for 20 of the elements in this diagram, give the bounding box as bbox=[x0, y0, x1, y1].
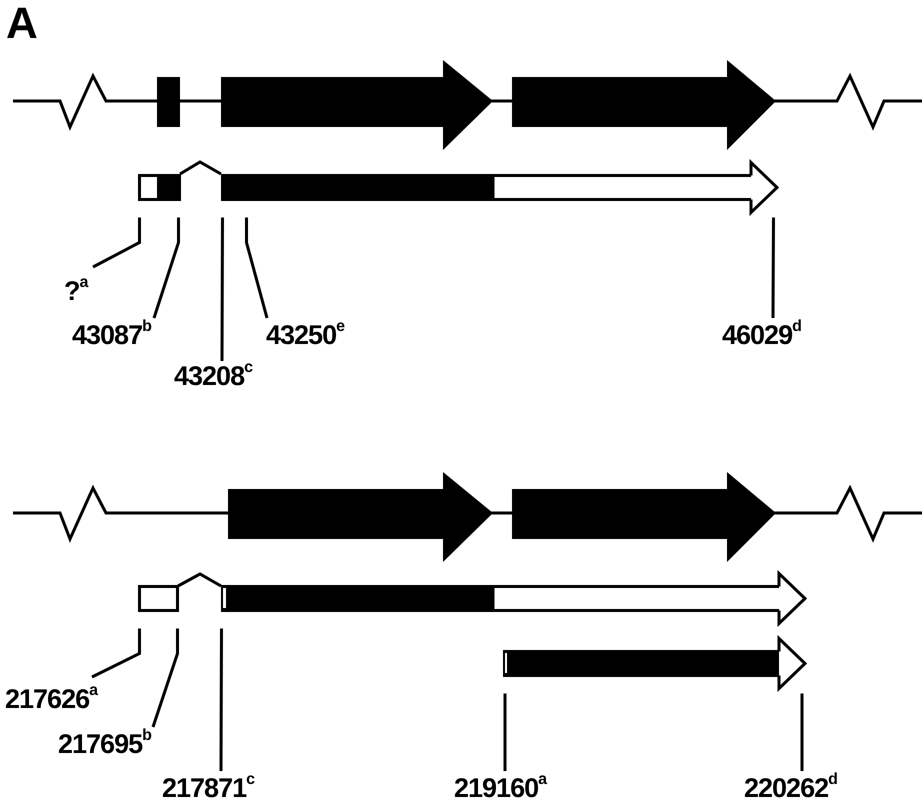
panel-letter: A bbox=[6, 2, 38, 46]
leader-line bbox=[91, 628, 141, 678]
position-label: ?$^{a}$ bbox=[64, 278, 88, 305]
leader-line bbox=[220, 628, 223, 771]
transcript-drawing bbox=[138, 158, 780, 216]
leader-line bbox=[92, 218, 141, 268]
leader-line bbox=[800, 694, 804, 771]
leader-line bbox=[152, 218, 180, 318]
leader-line bbox=[152, 628, 179, 728]
position-label: 43208$^{c}$ bbox=[174, 363, 253, 390]
leader-line bbox=[220, 218, 224, 361]
transcript-drawing bbox=[138, 570, 808, 628]
position-label: 43250$^{e}$ bbox=[266, 322, 345, 349]
position-label: 217626$^{a}$ bbox=[5, 686, 98, 713]
leader-line bbox=[772, 218, 775, 318]
transcript-drawing bbox=[503, 634, 808, 692]
leader-line bbox=[504, 694, 506, 771]
position-label: 219160$^{a}$ bbox=[454, 775, 548, 802]
leader-line bbox=[245, 218, 268, 318]
position-label: 217871$^{c}$ bbox=[162, 775, 256, 802]
